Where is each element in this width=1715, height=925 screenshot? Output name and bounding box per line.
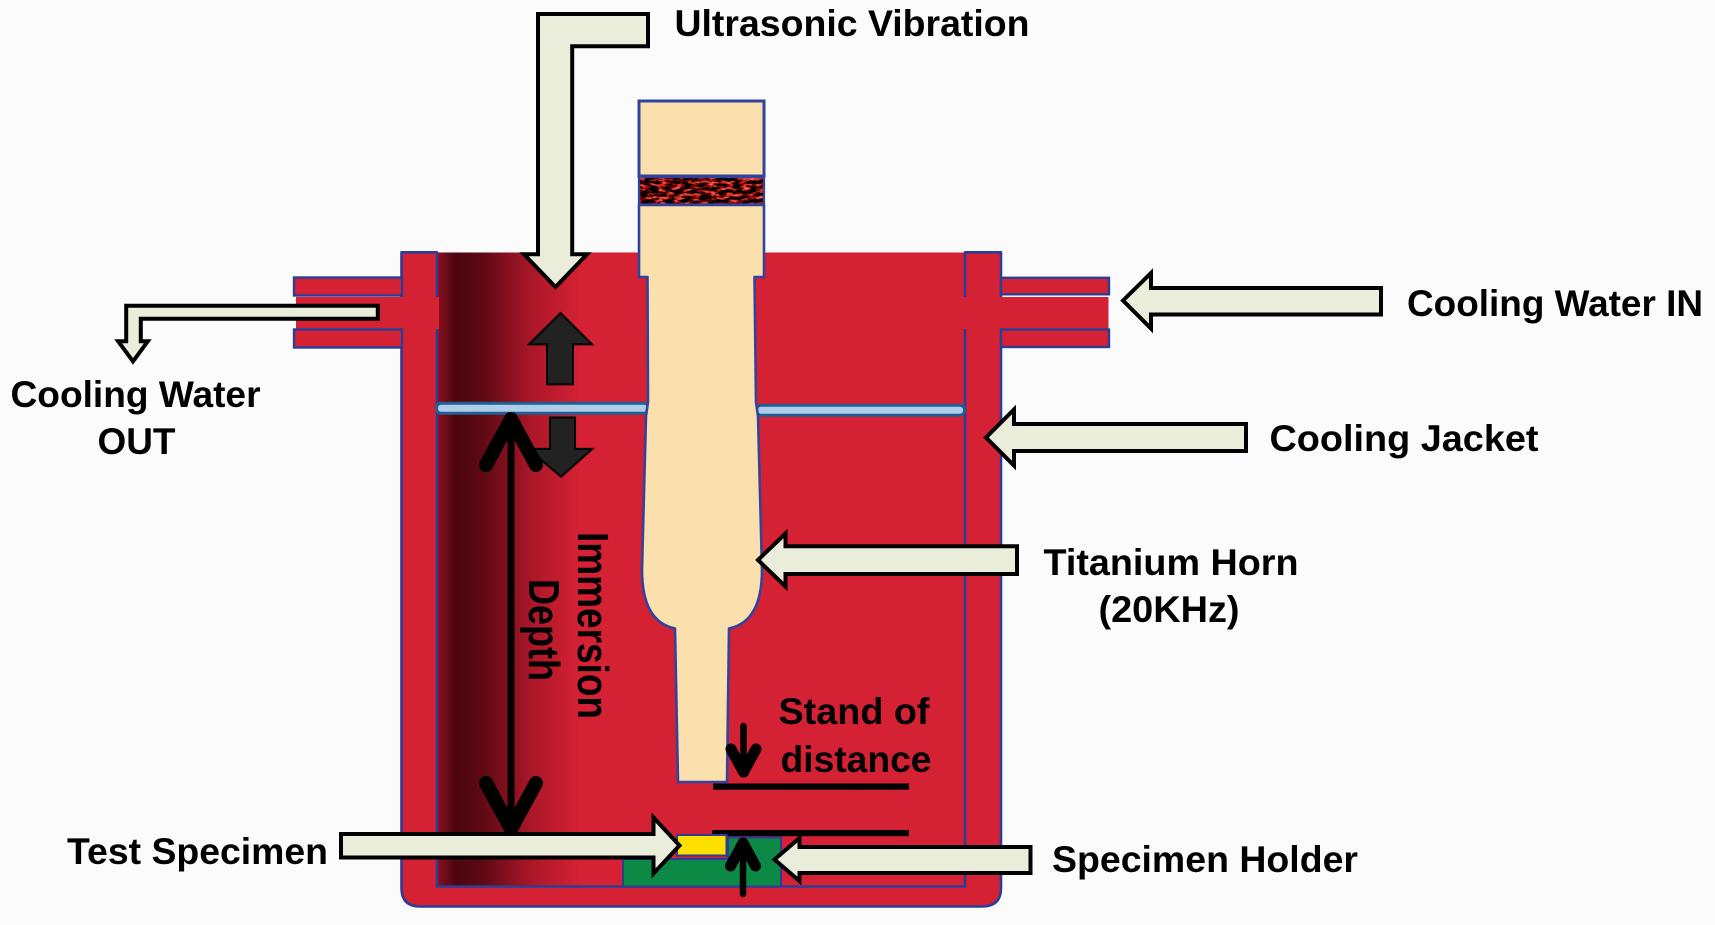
svg-text:distance: distance [781, 739, 932, 780]
svg-text:Immersion: Immersion [568, 532, 617, 719]
svg-text:Titanium Horn: Titanium Horn [1044, 542, 1299, 583]
svg-text:OUT: OUT [98, 421, 176, 462]
svg-text:Cooling Water IN: Cooling Water IN [1407, 283, 1703, 324]
svg-text:Cooling Water: Cooling Water [11, 374, 261, 415]
svg-text:Test Specimen: Test Specimen [67, 831, 328, 872]
svg-text:Stand of: Stand of [779, 691, 931, 732]
svg-text:Depth: Depth [519, 579, 568, 681]
svg-text:Ultrasonic Vibration: Ultrasonic Vibration [675, 3, 1030, 44]
svg-text:Specimen Holder: Specimen Holder [1052, 839, 1358, 880]
svg-text:(20KHz): (20KHz) [1099, 589, 1240, 630]
svg-text:Cooling Jacket: Cooling Jacket [1270, 418, 1539, 459]
